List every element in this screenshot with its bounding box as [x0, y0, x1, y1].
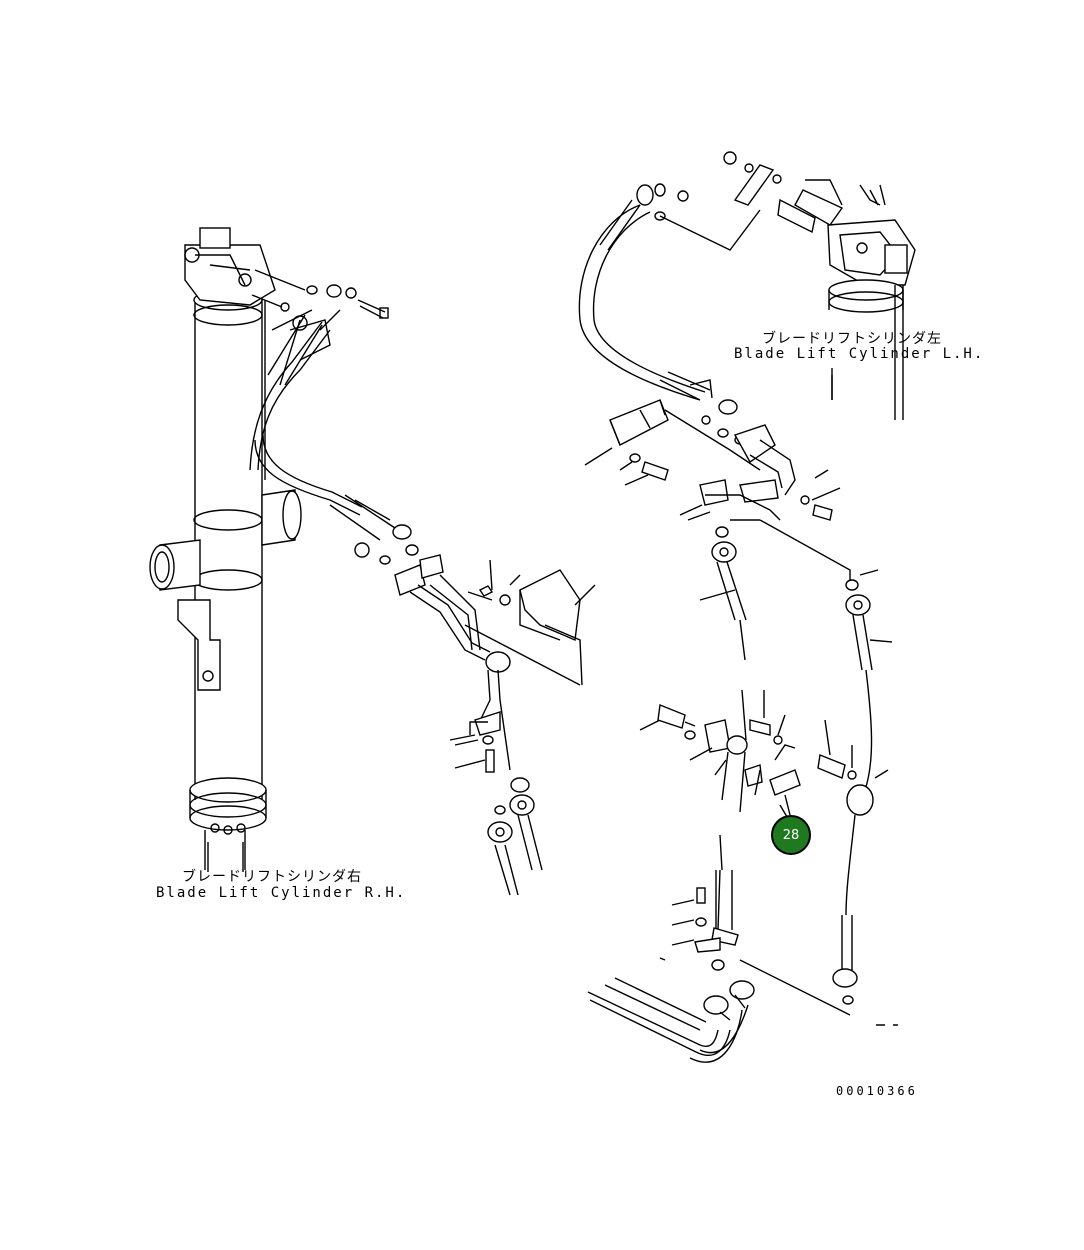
left-cylinder-label-en: Blade Lift Cylinder L.H.	[734, 346, 985, 362]
right-cylinder-label-en: Blade Lift Cylinder R.H.	[156, 885, 407, 901]
left-cylinder-label-jp: ブレードリフトシリンダ左	[762, 331, 942, 347]
lh-block	[584, 399, 851, 661]
callout-28-button[interactable]: 28	[771, 815, 811, 855]
hose-lh-upper	[578, 151, 782, 445]
rh-fasteners	[449, 559, 596, 896]
lh-fasteners	[639, 689, 889, 971]
right-cylinder-label-jp: ブレードリフトシリンダ右	[182, 869, 362, 885]
rh-label-leader	[207, 842, 244, 872]
cylinder-rh	[149, 227, 331, 870]
bottom-pipes	[587, 977, 755, 1063]
hose-lh-right	[739, 569, 898, 1026]
hose-rh-lower	[254, 434, 511, 771]
drawing-number: 00010366	[836, 1084, 918, 1098]
hose-rh-upper	[251, 269, 389, 386]
cylinder-lh	[777, 179, 916, 420]
